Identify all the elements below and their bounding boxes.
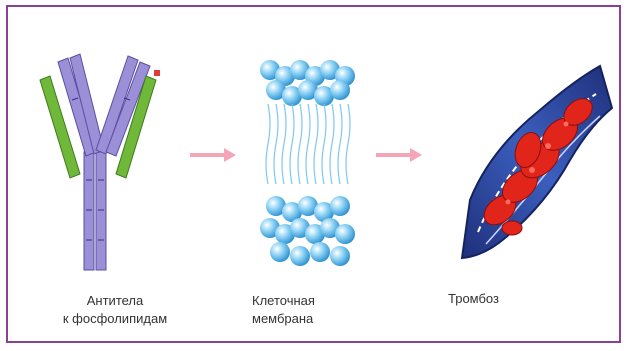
label-thrombosis: Тромбоз	[448, 290, 538, 308]
arrow-right-icon	[190, 148, 236, 162]
cell-membrane-icon	[260, 60, 355, 266]
label-membrane-line1: Клеточная	[252, 292, 362, 310]
label-antibodies-line2: к фосфолипидам	[40, 310, 190, 328]
label-antibodies-line1: Антитела	[40, 292, 190, 310]
antibody-icon	[40, 54, 160, 270]
arrow-right-icon	[376, 148, 422, 162]
label-cell-membrane: Клеточная мембрана	[252, 292, 362, 328]
label-thrombosis-line1: Тромбоз	[448, 290, 538, 308]
thrombus-vessel-icon	[462, 66, 612, 258]
label-membrane-line2: мембрана	[252, 310, 362, 328]
label-antibodies: Антитела к фосфолипидам	[40, 292, 190, 328]
